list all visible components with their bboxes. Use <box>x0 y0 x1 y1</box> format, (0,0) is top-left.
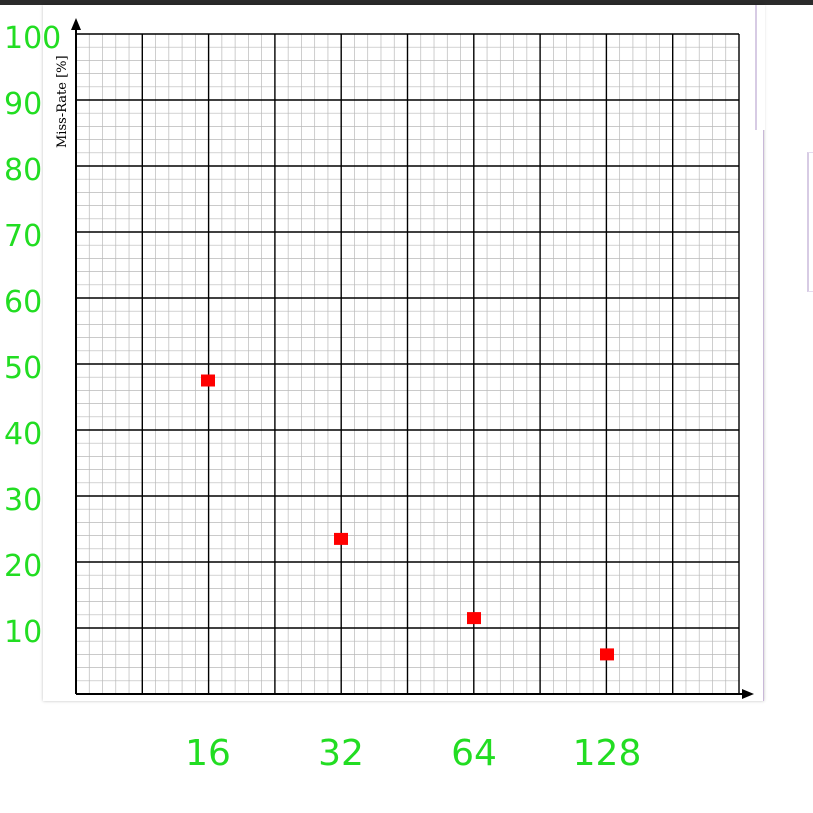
graph-paper-sheet <box>43 5 764 701</box>
handwritten-y-tick: 80 <box>4 153 42 188</box>
handwritten-x-labels: 16 32 64 128 <box>185 733 641 774</box>
handwritten-y-tick: 90 <box>4 87 42 122</box>
data-point <box>334 532 348 545</box>
side-panel-tab-lower[interactable] <box>807 152 813 292</box>
y-axis-label: Miss-Rate [%] <box>55 55 70 148</box>
data-point <box>467 612 481 625</box>
major-grid <box>75 33 740 695</box>
handwritten-x-label: 16 <box>185 733 231 774</box>
side-panel-tab[interactable] <box>755 5 765 130</box>
handwritten-y-ticks: 10 20 30 40 50 60 70 80 90 100 <box>4 21 61 650</box>
data-points <box>201 374 614 661</box>
data-point <box>600 648 614 661</box>
handwritten-y-tick: 40 <box>4 417 42 452</box>
handwritten-y-tick: 60 <box>4 285 42 320</box>
handwritten-y-tick: 20 <box>4 549 42 584</box>
handwritten-y-tick: 70 <box>4 219 42 254</box>
axes <box>71 18 754 699</box>
handwritten-x-label: 32 <box>318 733 364 774</box>
data-point <box>201 374 215 387</box>
x-axis-arrow <box>742 689 754 699</box>
handwritten-x-label: 128 <box>573 733 642 774</box>
window-top-bar <box>0 0 813 5</box>
handwritten-y-tick: 10 <box>4 615 42 650</box>
handwritten-y-tick: 30 <box>4 483 42 518</box>
y-axis-arrow <box>71 18 81 30</box>
handwritten-x-label: 64 <box>451 733 497 774</box>
handwritten-y-tick: 50 <box>4 351 42 386</box>
handwritten-y-tick: 100 <box>4 21 61 56</box>
